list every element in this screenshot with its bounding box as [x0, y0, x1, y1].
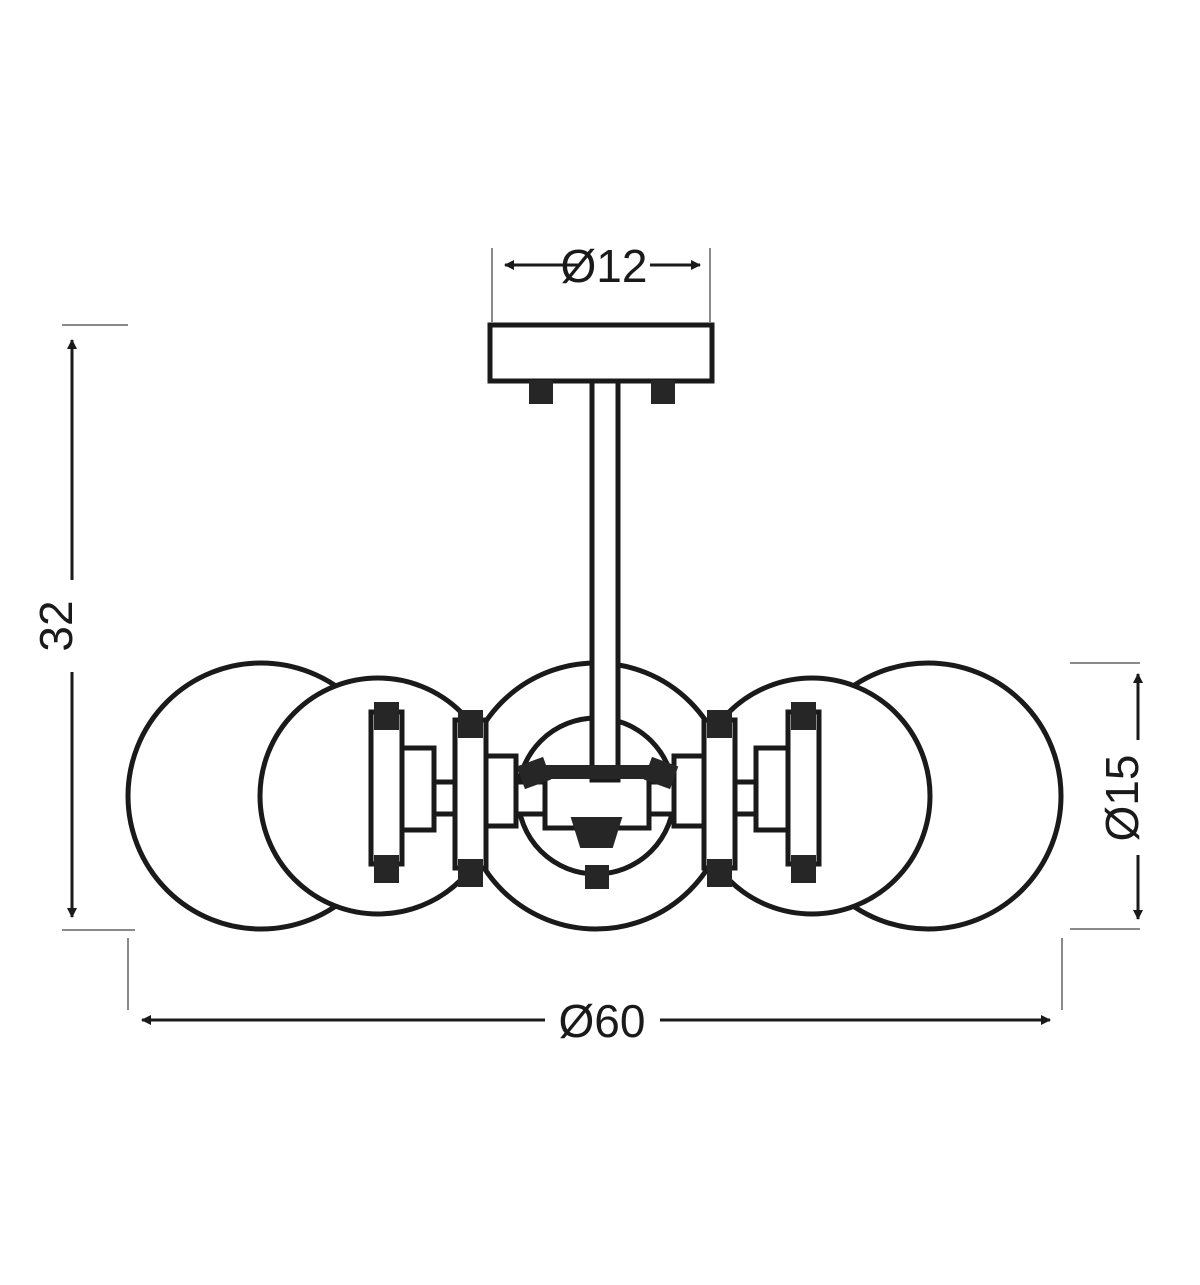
canopy-tab-left: [529, 380, 553, 404]
socket-cap-top-inner-right: [707, 710, 732, 738]
hub-side-block-left: [516, 756, 552, 790]
socket-bar-outer-right: [785, 709, 822, 867]
socket-cap-bottom-outer-left: [374, 855, 399, 883]
canopy-tab-right: [651, 380, 675, 404]
dim-label-canopy-diameter: Ø12: [561, 240, 648, 292]
dim-label-globe-diameter: Ø15: [1096, 755, 1148, 842]
ceiling-canopy-plate: [487, 322, 715, 384]
dimension-globe-diameter: Ø15: [1096, 673, 1148, 920]
socket-cap-bottom-outer-right: [791, 855, 816, 883]
socket-collar-left: [483, 753, 519, 829]
lamp-assembly: [125, 322, 1064, 932]
extension-lines: [62, 248, 1140, 1010]
socket-cap-top-inner-left: [458, 710, 483, 738]
dim-label-total-height: 32: [30, 600, 82, 651]
dimension-canopy-diameter: Ø12: [504, 240, 701, 292]
fixture-hardware-details: [374, 380, 816, 889]
dimension-overall-diameter: Ø60: [141, 995, 1051, 1047]
socket-bar-inner-right: [701, 717, 738, 871]
socket-cap-top-outer-right: [791, 702, 816, 730]
dim-label-overall-diameter: Ø60: [559, 995, 646, 1047]
socket-flange-left: [399, 745, 437, 833]
hub-bottom-block: [570, 817, 623, 848]
socket-collar-right: [671, 753, 707, 829]
socket-bar-outer-left: [368, 709, 405, 867]
socket-cap-top-outer-left: [374, 702, 399, 730]
socket-flange-right: [753, 745, 791, 833]
socket-cap-bottom-inner-right: [707, 859, 732, 887]
socket-cap-bottom-inner-left: [458, 859, 483, 887]
hub-top-bar: [544, 765, 650, 779]
support-rod: [589, 377, 621, 783]
hub-drop-tab: [585, 865, 609, 889]
hub-side-block-right: [643, 756, 679, 790]
socket-bar-inner-left: [452, 717, 489, 871]
dimension-total-height: 32: [30, 339, 82, 918]
